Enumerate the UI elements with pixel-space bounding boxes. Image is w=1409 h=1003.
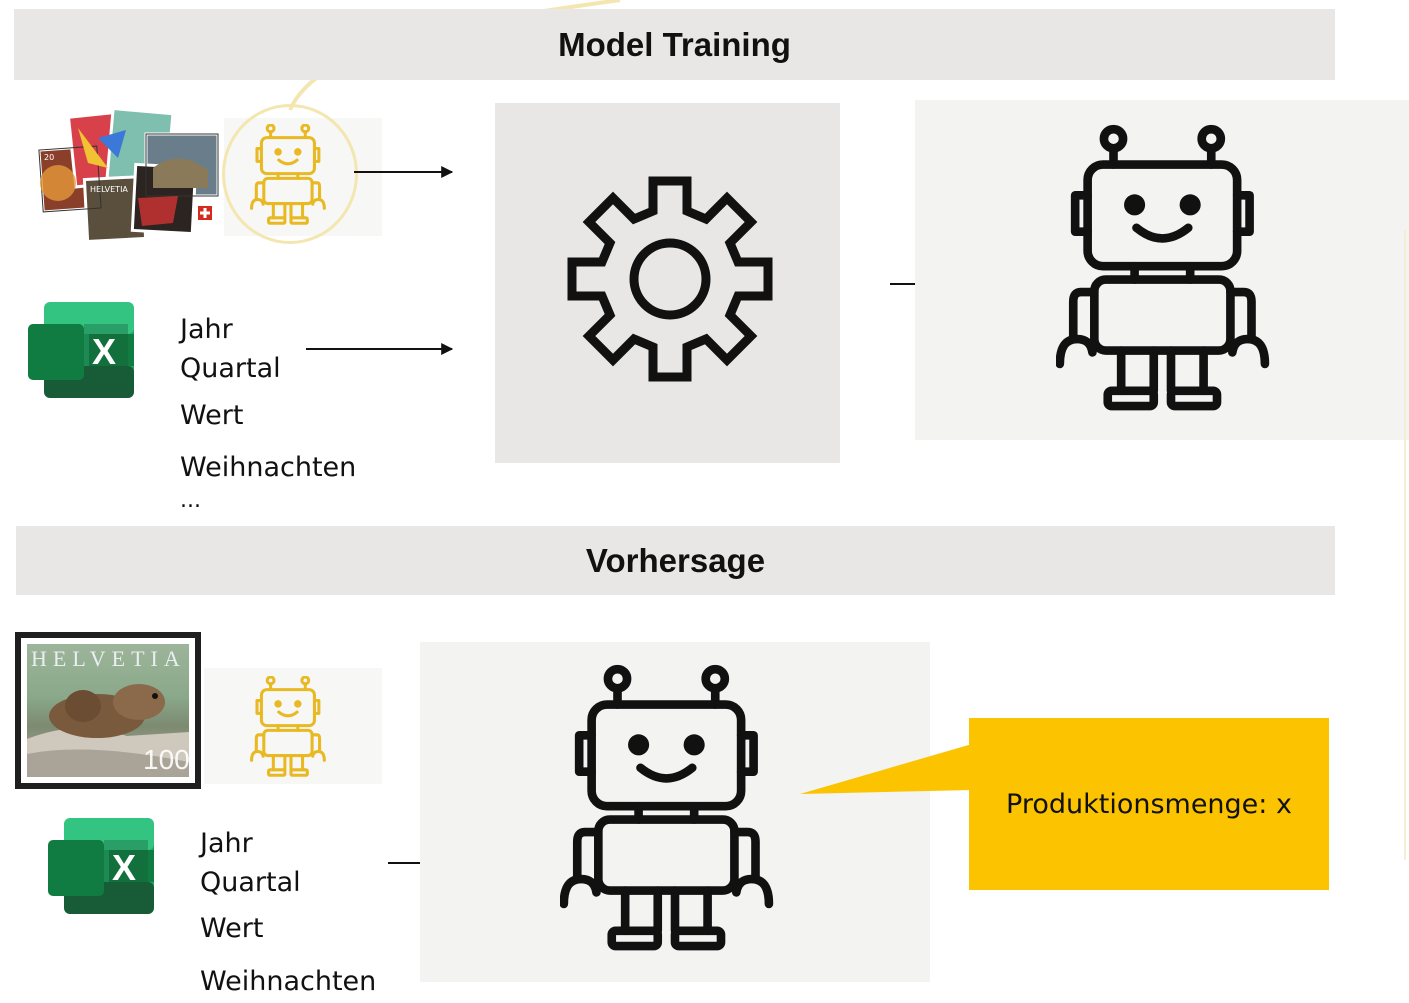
- excel-letter: X: [111, 847, 136, 888]
- robot-icon: [1056, 122, 1286, 418]
- feature-item: Quartal: [200, 867, 301, 898]
- prediction-output-callout: Produktionsmenge: x: [969, 718, 1329, 890]
- prediction-feature-list: Jahr Quartal Wert Weihnachten: [200, 826, 400, 1002]
- training-gear-panel: [495, 103, 840, 463]
- feature-item: ...: [180, 488, 201, 513]
- collection-stamp-country: HELVETIA: [90, 185, 128, 194]
- excel-icon: X: [24, 300, 164, 400]
- robot-icon: [560, 662, 790, 958]
- feature-item: Jahr: [180, 314, 233, 345]
- callout-pointer: [800, 744, 972, 794]
- feature-item: Weihnachten: [200, 966, 377, 997]
- marmot-stamp-image: HELVETIA 100: [15, 632, 201, 789]
- feature-item: Wert: [200, 913, 264, 944]
- arrow-stamps-to-training: [354, 166, 454, 178]
- training-title: Model Training: [558, 25, 791, 63]
- training-feature-list: Jahr Quartal Wert Weihnachten ...: [180, 312, 380, 520]
- excel-icon: X: [44, 816, 184, 916]
- feature-item: Weihnachten: [180, 452, 357, 483]
- stamp-value: 100: [143, 744, 189, 775]
- divider: [1404, 230, 1406, 860]
- stamp-collection-image: 20 HELVETIA: [38, 108, 224, 246]
- robot-outline-icon: [250, 676, 332, 778]
- feature-item: Jahr: [200, 828, 253, 859]
- output-label: Produktionsmenge: x: [1006, 788, 1292, 820]
- training-section-header: Model Training: [14, 9, 1335, 80]
- prediction-title: Vorhersage: [585, 541, 766, 579]
- feature-item: Wert: [180, 400, 244, 431]
- robot-outline-icon: [250, 124, 332, 226]
- feature-item: Quartal: [180, 353, 281, 384]
- gear-icon: [567, 176, 773, 382]
- prediction-section-header: Vorhersage: [16, 526, 1335, 595]
- collection-stamp-value: 20: [44, 153, 54, 162]
- highlight-circle: [222, 104, 358, 244]
- arrow-data-to-training: [306, 343, 454, 355]
- excel-letter: X: [91, 331, 116, 372]
- stamp-country: HELVETIA: [31, 646, 186, 671]
